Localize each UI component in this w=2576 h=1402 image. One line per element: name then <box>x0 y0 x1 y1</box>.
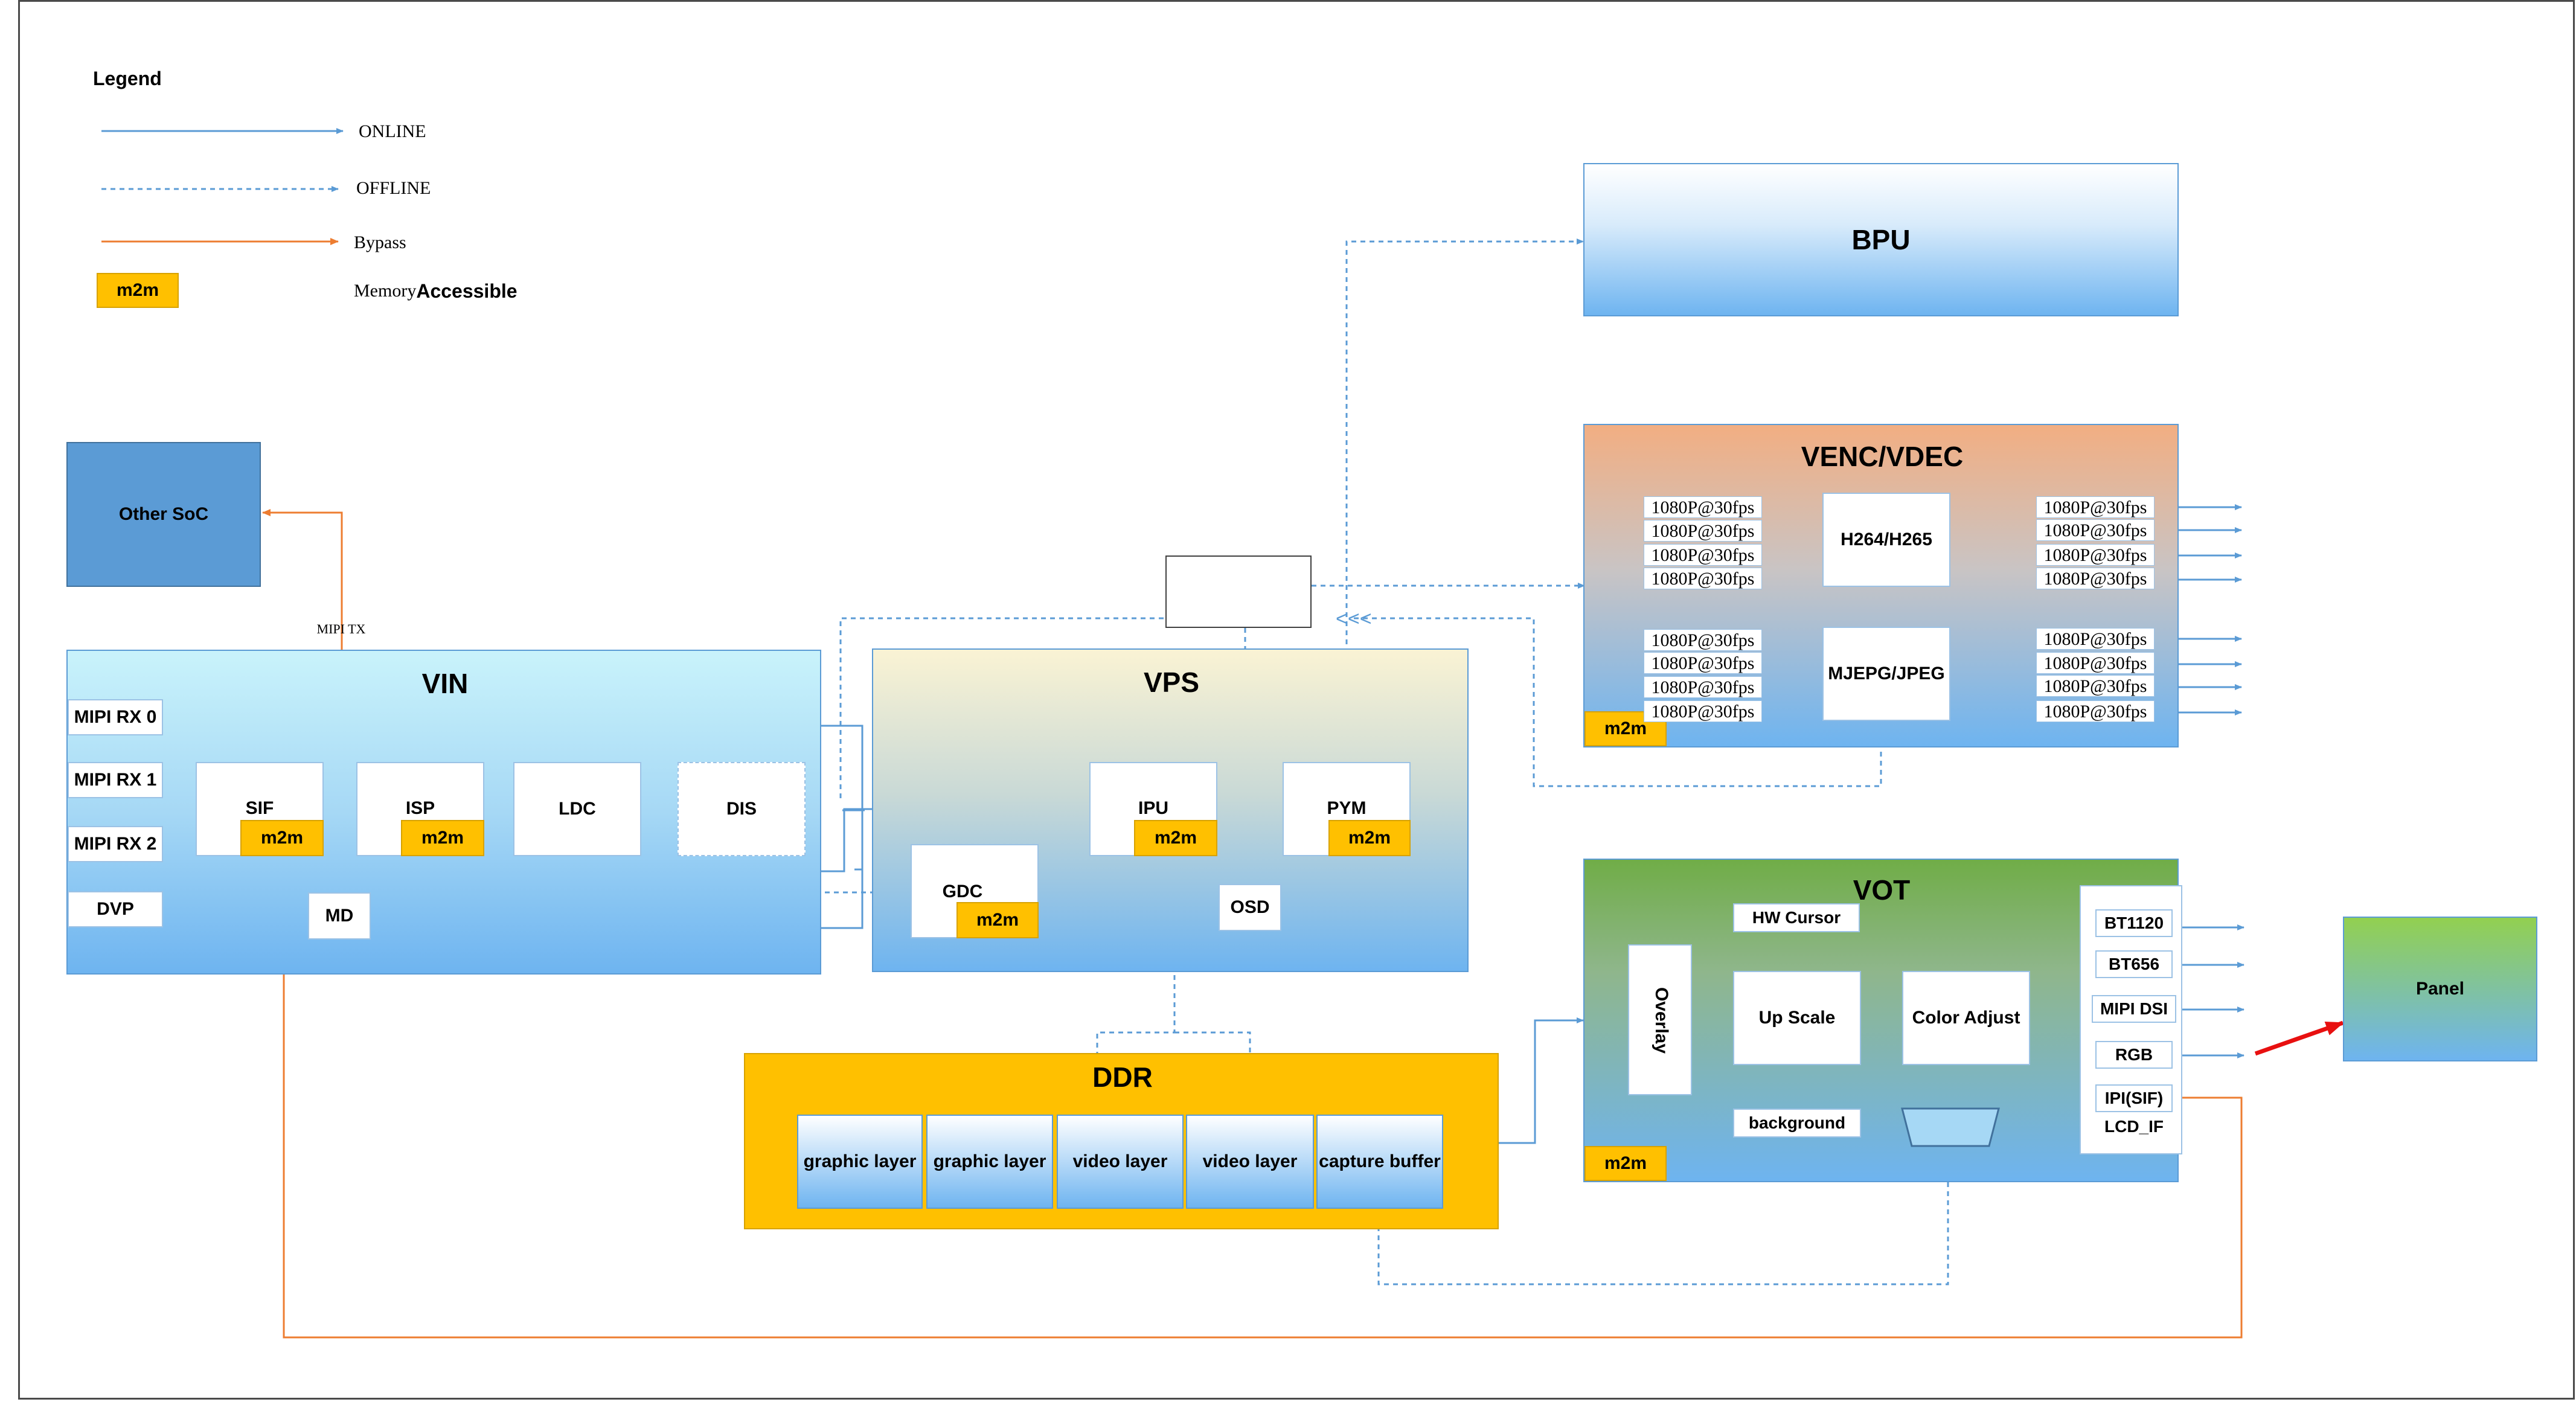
legend-m2m-chip: m2m <box>97 273 179 308</box>
vot-output-rgb: RGB <box>2095 1041 2173 1069</box>
vot-output-mipi-dsi: MIPI DSI <box>2092 995 2176 1023</box>
vot-output-ipi-sif: IPI(SIF) <box>2095 1084 2173 1112</box>
mjpeg-block: MJEPG/JPEG <box>1822 627 1950 721</box>
up-scale-block: Up Scale <box>1733 971 1861 1065</box>
writeback-trapezoid <box>1901 1107 2000 1147</box>
pym-m2m: m2m <box>1328 820 1411 856</box>
venc-title: VENC/VDEC <box>1801 441 1964 472</box>
vot-output-bt656: BT656 <box>2095 950 2173 978</box>
ddr-buffer-video-layer-1: video layer <box>1057 1115 1184 1209</box>
vin-title: VIN <box>421 668 469 699</box>
venc-in-fps-6: 1080P@30fps <box>1644 652 1762 674</box>
color-adjust-block: Color Adjust <box>1902 971 2030 1065</box>
venc-in-fps-3: 1080P@30fps <box>1644 544 1762 566</box>
venc-out-fps-3: 1080P@30fps <box>2036 544 2155 566</box>
ddr-buffer-graphic-layer-2: graphic layer <box>926 1115 1053 1209</box>
ddr-buffer-video-layer-2: video layer <box>1186 1115 1314 1209</box>
mipi-tx-label: MIPI TX <box>316 621 366 636</box>
ddr-buffer-capture-buffer: capture buffer <box>1316 1115 1443 1209</box>
overlay-label: Overlay <box>1652 987 1671 1054</box>
venc-out-fps-4: 1080P@30fps <box>2036 568 2155 589</box>
venc-in-fps-7: 1080P@30fps <box>1644 676 1762 698</box>
gdc-m2m: m2m <box>956 902 1039 938</box>
hw-cursor-block: HW Cursor <box>1733 903 1860 932</box>
legend-offline-label: OFFLINE <box>356 178 431 198</box>
sif-m2m: m2m <box>240 820 324 856</box>
isp-m2m: m2m <box>401 820 484 856</box>
background-block: background <box>1733 1109 1861 1138</box>
osd-block: OSD <box>1219 884 1281 931</box>
legend: Legend ONLINE OFFLINE Bypass m2m Memory … <box>91 60 549 314</box>
ipu-label: IPU <box>1138 798 1168 818</box>
ipi-sif-bypass <box>280 952 2243 1339</box>
venc-out-fps-6: 1080P@30fps <box>2036 652 2155 674</box>
chevron-left-icon: <<< <box>1336 607 1372 630</box>
vin-input-mipi-rx-2: MIPI RX 2 <box>68 826 163 862</box>
ipu-m2m: m2m <box>1134 820 1217 856</box>
venc-in-fps-8: 1080P@30fps <box>1644 700 1762 722</box>
other-soc-block: Other SoC <box>66 442 261 587</box>
venc-in-fps-2: 1080P@30fps <box>1644 520 1762 542</box>
legend-bypass-label: Bypass <box>354 232 406 252</box>
vot-output-lcd-if: LCD_IF <box>2104 1117 2164 1136</box>
rgb-to-panel-arrow <box>2254 1020 2344 1056</box>
vot-title: VOT <box>1853 874 1911 906</box>
ddr-title: DDR <box>1092 1061 1153 1093</box>
venc-out-fps-1: 1080P@30fps <box>2036 496 2155 518</box>
venc-in-fps-4: 1080P@30fps <box>1644 568 1762 589</box>
venc-in-fps-1: 1080P@30fps <box>1644 496 1762 518</box>
vin-input-mipi-rx-1: MIPI RX 1 <box>68 762 163 798</box>
pym-label: PYM <box>1327 798 1366 818</box>
venc-out-fps-7: 1080P@30fps <box>2036 675 2155 697</box>
venc-out-fps-8: 1080P@30fps <box>2036 700 2155 722</box>
venc-in-fps-5: 1080P@30fps <box>1644 629 1762 651</box>
ldc-block: LDC <box>513 762 641 856</box>
venc-out-fps-2: 1080P@30fps <box>2036 519 2155 541</box>
legend-memory-accessible: Memory Accessible <box>354 278 517 304</box>
legend-memory-suffix: Accessible <box>416 280 517 302</box>
h264-block: H264/H265 <box>1822 493 1950 587</box>
dis-block: DIS <box>678 762 806 856</box>
sif-label: SIF <box>245 798 274 818</box>
gdc-label: GDC <box>942 882 983 901</box>
legend-online-label: ONLINE <box>359 121 426 141</box>
diagram-frame <box>18 0 2575 1400</box>
vin-input-dvp: DVP <box>68 891 163 927</box>
isp-label: ISP <box>405 798 435 818</box>
bpu-block: BPU <box>1583 163 2179 316</box>
md-block: MD <box>308 892 371 939</box>
empty-block <box>1165 555 1312 628</box>
legend-title: Legend <box>93 67 162 89</box>
legend-memory-prefix: Memory <box>354 281 417 301</box>
vps-title: VPS <box>1143 667 1200 698</box>
venc-out-fps-5: 1080P@30fps <box>2036 628 2155 650</box>
panel-block: Panel <box>2343 917 2537 1061</box>
vot-m2m: m2m <box>1584 1146 1667 1181</box>
vin-input-mipi-rx-0: MIPI RX 0 <box>68 699 163 735</box>
overlay-block: Overlay <box>1628 944 1692 1095</box>
vot-output-bt1120: BT1120 <box>2095 909 2173 937</box>
ddr-buffer-graphic-layer-1: graphic layer <box>797 1115 923 1209</box>
